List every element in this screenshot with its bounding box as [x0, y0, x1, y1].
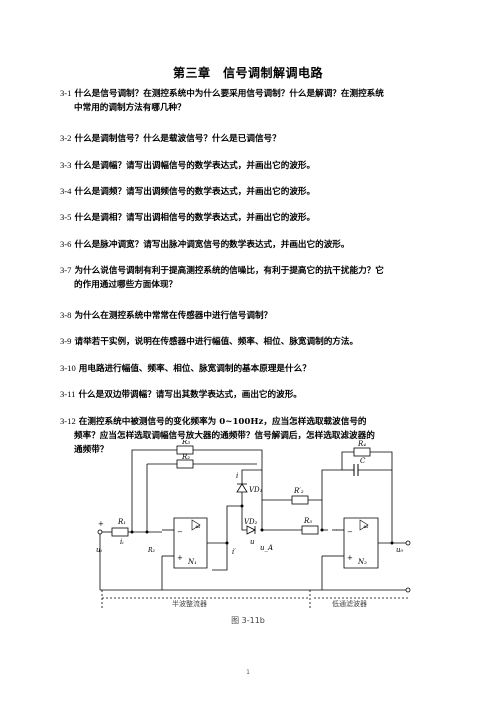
label-uo: u₀	[396, 546, 404, 554]
label-plus-n2: +	[347, 554, 353, 562]
label-ua: u_A	[260, 544, 273, 552]
resistor-r1	[111, 527, 129, 537]
label-half-wave-rectifier: 半波整流器	[172, 599, 207, 608]
page-title: 第三章 信号调制解调电路	[172, 66, 323, 80]
question-3-5: 3-5 什么是调相？请写出调相信号的数学表达式，并画出它的波形。	[60, 212, 316, 223]
label-plus-input: +	[98, 520, 104, 528]
resistor-r3-top	[176, 445, 194, 455]
question-3-1: 3-1 什么是信号调制？在测控系统中为什么要采用信号调制？什么是解调？在测控系统…	[60, 88, 384, 113]
label-u: u	[250, 538, 255, 546]
label-r4: R₄	[357, 440, 366, 448]
label-inf-n2: ∞	[363, 523, 369, 531]
label-r-ground: R₂	[147, 547, 156, 554]
page-number: 1	[246, 669, 250, 676]
question-3-9: 3-9 请举若干实例，说明在传感器中进行幅值、频率、相位、脉宽调制的方法。	[60, 336, 359, 347]
label-i: i	[236, 472, 238, 480]
label-r3-top: R₃	[181, 440, 190, 446]
label-r2: R₂	[181, 453, 190, 461]
label-minus-n2: −	[347, 528, 353, 536]
question-3-8: 3-8 为什么在测控系统中常常在传感器中进行信号调制？	[60, 310, 273, 321]
label-c: C	[360, 457, 366, 465]
label-r2-prime: R′₂	[293, 487, 304, 495]
op-amp-n1	[173, 517, 208, 569]
label-vd2: VD₂	[244, 518, 258, 526]
resistor-r3	[301, 525, 319, 535]
label-low-pass-filter: 低通滤波器	[332, 599, 367, 608]
diode-vd1	[236, 483, 248, 493]
resistor-r2-prime	[291, 495, 309, 505]
label-minus-n1: −	[177, 528, 183, 536]
question-3-4: 3-4 什么是调频？请写出调频信号的数学表达式，并画出它的波形。	[60, 186, 316, 197]
label-r3: R₃	[303, 517, 312, 525]
label-plus-n1: +	[177, 554, 183, 562]
question-3-6: 3-6 什么是脉冲调宽？请写出脉冲调宽信号的数学表达式，并画出它的波形。	[60, 239, 350, 250]
label-inf-n1: ∞	[195, 523, 201, 531]
question-3-2: 3-2 什么是调制信号？什么是载波信号？什么是已调信号？	[60, 133, 281, 144]
resistor-r4	[353, 447, 371, 457]
label-n2: N₂	[357, 558, 367, 566]
label-i-prime: i′	[232, 548, 236, 556]
question-3-10: 3-10 用电路进行幅值、频率、相位、脉宽调制的基本原理是什么？	[60, 363, 311, 374]
diode-vd2	[246, 525, 256, 535]
label-r1: R₁	[117, 518, 126, 526]
op-amp-n2	[343, 517, 379, 569]
question-3-12: 3-12 在测控系统中被测信号的变化频率为 0~100Hz，应当怎样选取载波信号…	[60, 416, 375, 455]
label-n1: N₁	[187, 558, 197, 566]
label-ui: uᵢ	[96, 546, 103, 554]
resistor-r2	[176, 459, 194, 469]
circuit-diagram: R₁ R₃ R₂ R′₂ R₃ R₄ C VD₁ VD₂ N₁ N₂ uᵢ iᵢ…	[96, 440, 411, 608]
capacitor-c	[353, 464, 359, 476]
label-vd1: VD₁	[249, 486, 263, 494]
question-3-11: 3-11 什么是双边带调幅？请写出其数学表达式，画出它的波形。	[60, 389, 302, 400]
figure-caption: 图 3-11b	[231, 616, 265, 625]
label-ii: iᵢ	[120, 538, 124, 546]
question-3-7: 3-7 为什么说信号调制有利于提高测控系统的信噪比，有利于提高它的抗干扰能力？它…	[60, 265, 384, 290]
question-3-3: 3-3 什么是调幅？请写出调幅信号的数学表达式，并画出它的波形。	[60, 160, 316, 171]
